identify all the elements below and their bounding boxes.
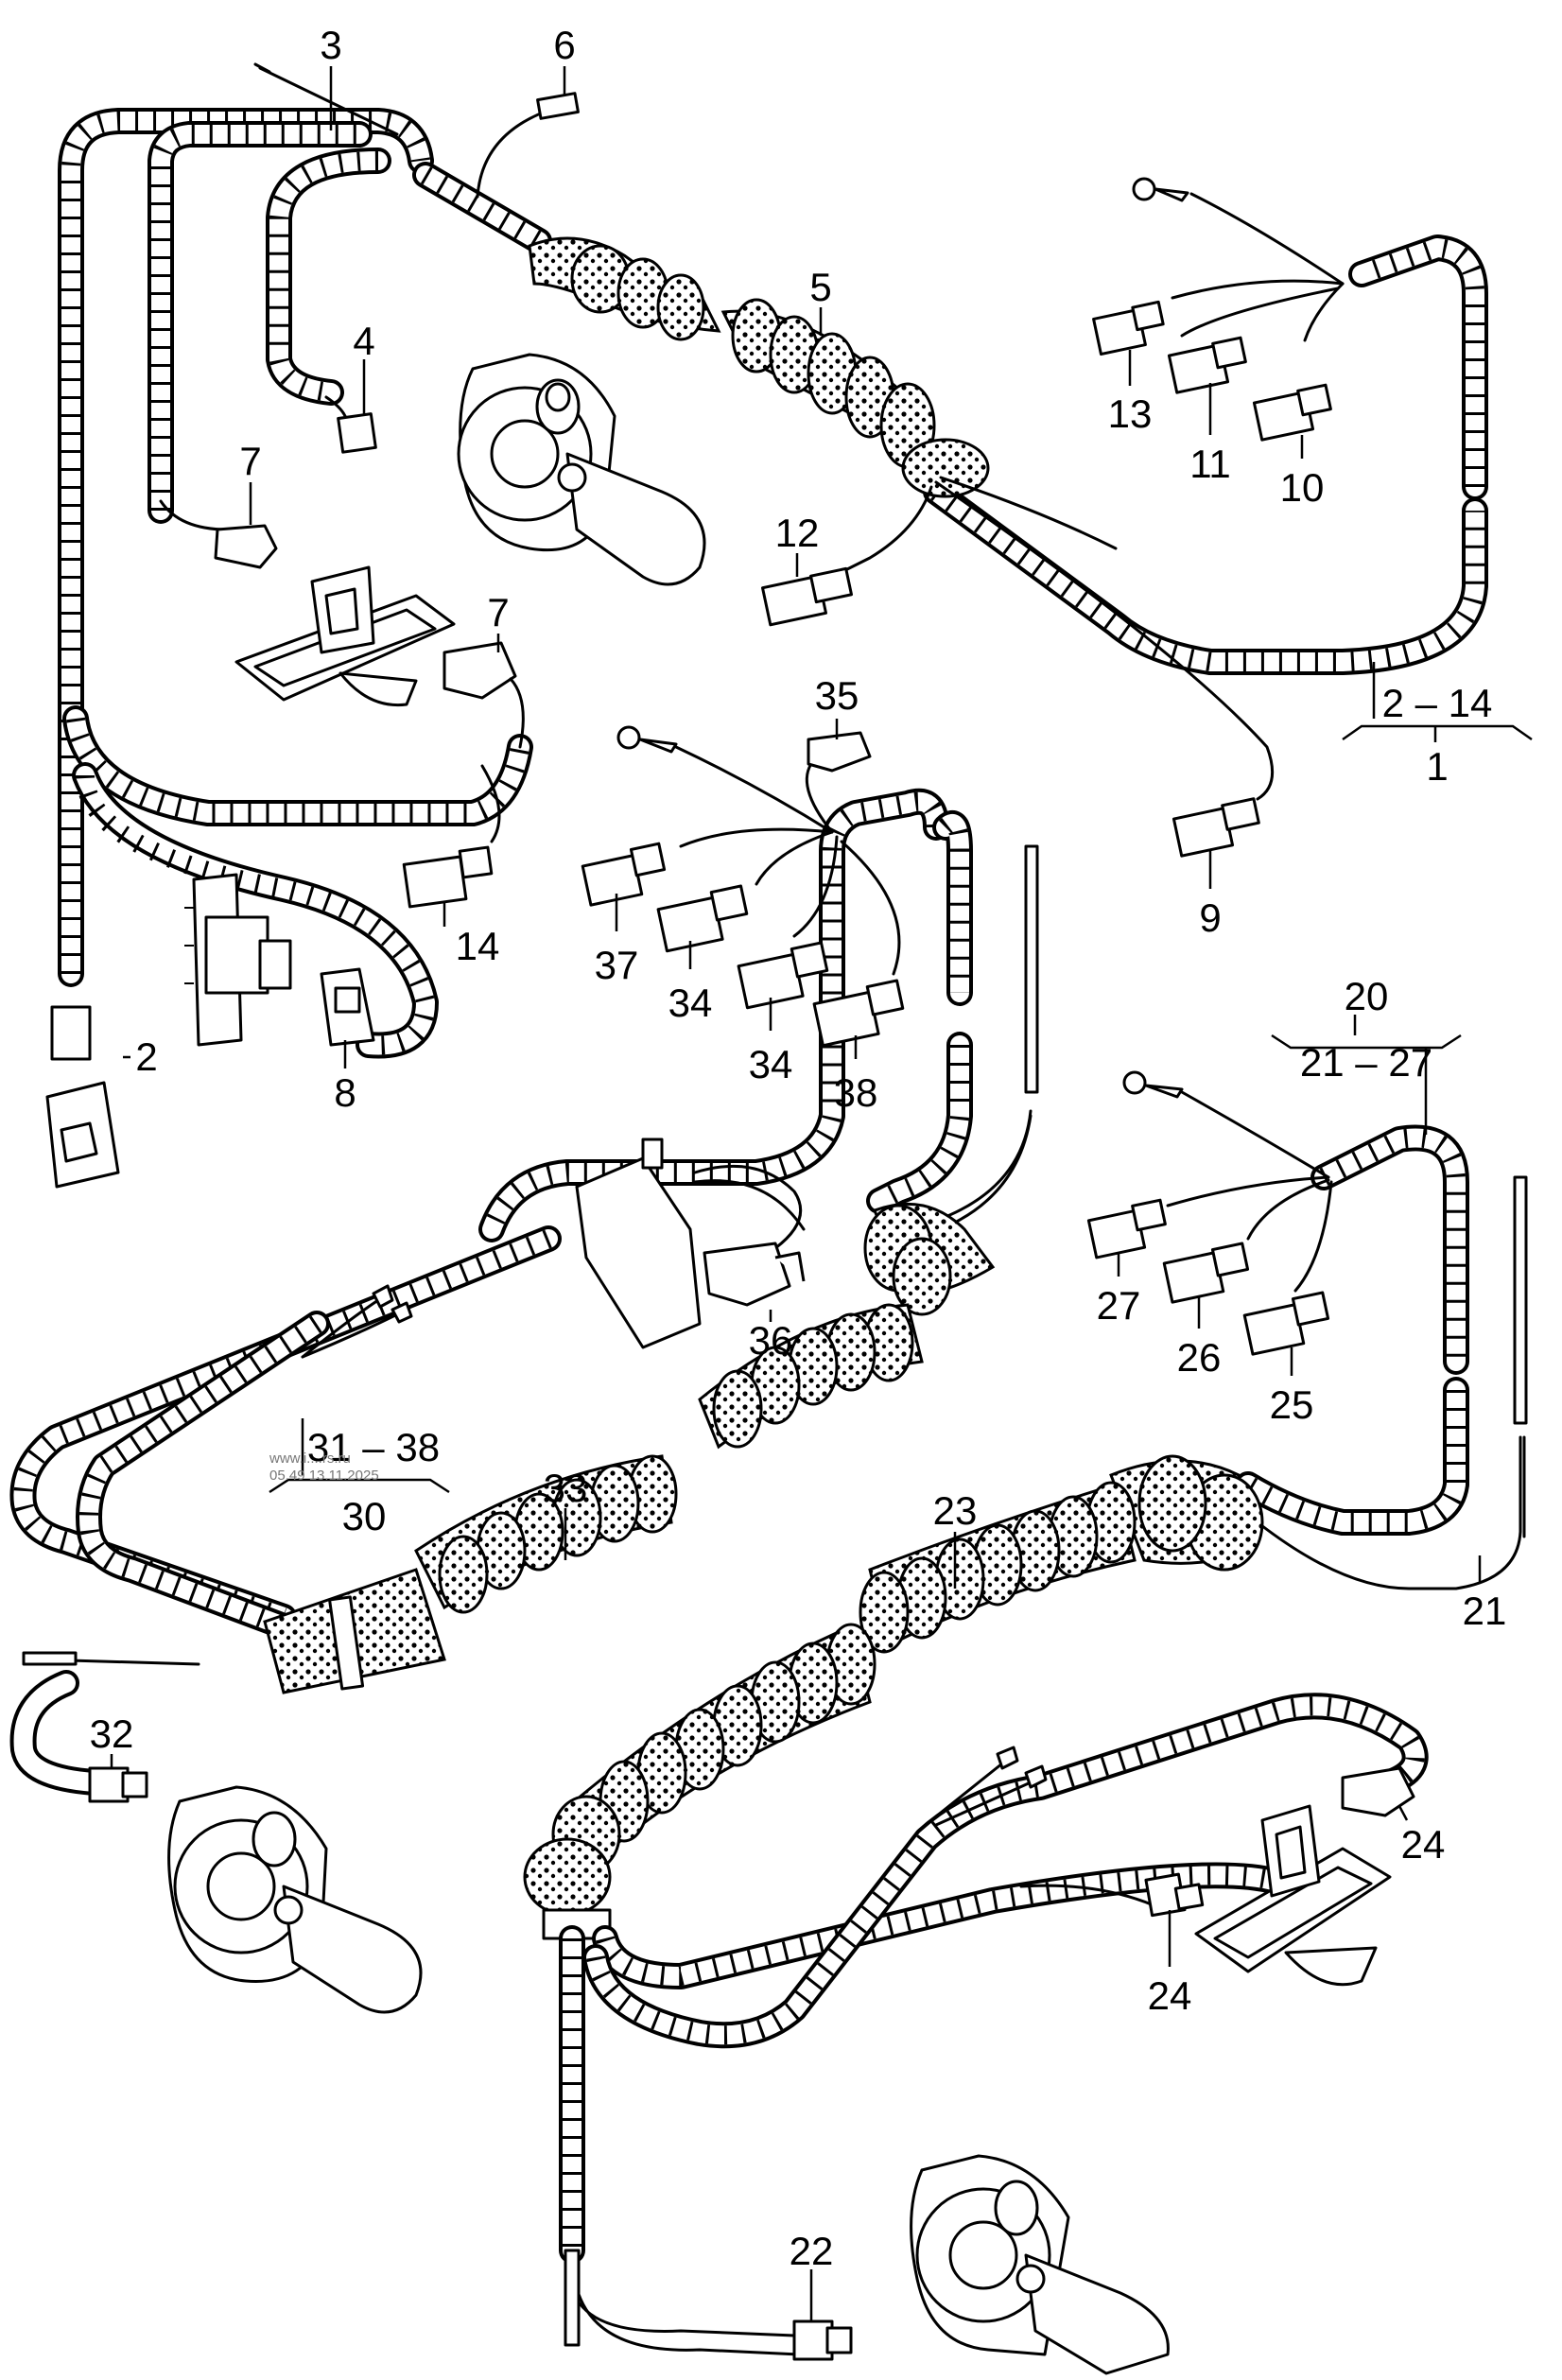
callout-21: 21 bbox=[1463, 1589, 1507, 1633]
watermark-line-1: www.i....rs.ru bbox=[269, 1451, 351, 1467]
callout-33: 33 bbox=[544, 1466, 588, 1510]
callout-1: 1 bbox=[1426, 744, 1448, 789]
watermark: www.i....rs.ru 05.49 13.11.2025 bbox=[269, 1451, 379, 1484]
callout-6: 6 bbox=[553, 23, 575, 67]
callout-36: 36 bbox=[749, 1318, 793, 1363]
callout-27: 27 bbox=[1097, 1283, 1141, 1328]
coil-sleeve-33 bbox=[263, 1202, 996, 1694]
callout-14: 14 bbox=[456, 924, 500, 968]
callout-3: 3 bbox=[320, 23, 341, 67]
callout-21-27: 21 – 27 bbox=[1300, 1040, 1432, 1085]
callout-22: 22 bbox=[790, 2229, 834, 2273]
callout-25: 25 bbox=[1270, 1382, 1314, 1427]
wiper-motor-lower-right bbox=[910, 2154, 1170, 2375]
upper-harness bbox=[45, 62, 1488, 1189]
coil-sleeve-5 bbox=[528, 236, 990, 498]
callout-24b: 24 bbox=[1148, 1973, 1192, 2018]
callout-23: 23 bbox=[933, 1488, 978, 1533]
callout-labels: 1 2 3 4 5 6 7 7 8 9 10 11 12 13 14 2 – 1… bbox=[90, 23, 1507, 2273]
watermark-line-2: 05.49 13.11.2025 bbox=[269, 1468, 379, 1484]
callout-9: 9 bbox=[1199, 895, 1221, 940]
callout-38: 38 bbox=[834, 1070, 878, 1115]
coil-sleeve-23 bbox=[523, 1454, 1264, 1940]
callout-24a: 24 bbox=[1401, 1822, 1446, 1867]
wiper-motor-upper bbox=[457, 353, 706, 586]
callout-32: 32 bbox=[90, 1711, 134, 1756]
wiper-motor-lower-left bbox=[167, 1785, 423, 2014]
right-harness bbox=[523, 1070, 1528, 2375]
middle-harness bbox=[9, 725, 1039, 2014]
callout-7a: 7 bbox=[239, 439, 261, 483]
callout-4: 4 bbox=[353, 319, 374, 363]
callout-30: 30 bbox=[342, 1494, 387, 1538]
callout-26: 26 bbox=[1177, 1335, 1222, 1380]
callout-34b: 34 bbox=[749, 1042, 793, 1086]
callout-35: 35 bbox=[815, 673, 859, 718]
callout-34a: 34 bbox=[668, 981, 713, 1025]
callout-20: 20 bbox=[1345, 974, 1389, 1018]
callout-5: 5 bbox=[809, 265, 831, 309]
callout-2: 2 bbox=[135, 1034, 157, 1079]
leader-lines bbox=[110, 66, 1533, 2321]
callout-13: 13 bbox=[1108, 391, 1153, 436]
callout-12: 12 bbox=[775, 511, 820, 555]
callout-7b: 7 bbox=[487, 590, 509, 634]
callout-2-14: 2 – 14 bbox=[1382, 681, 1493, 725]
callout-31-38: 31 – 38 bbox=[307, 1425, 440, 1469]
callout-8: 8 bbox=[334, 1070, 356, 1115]
callout-10: 10 bbox=[1280, 465, 1325, 510]
callout-11: 11 bbox=[1189, 442, 1231, 486]
callout-37: 37 bbox=[595, 943, 639, 987]
